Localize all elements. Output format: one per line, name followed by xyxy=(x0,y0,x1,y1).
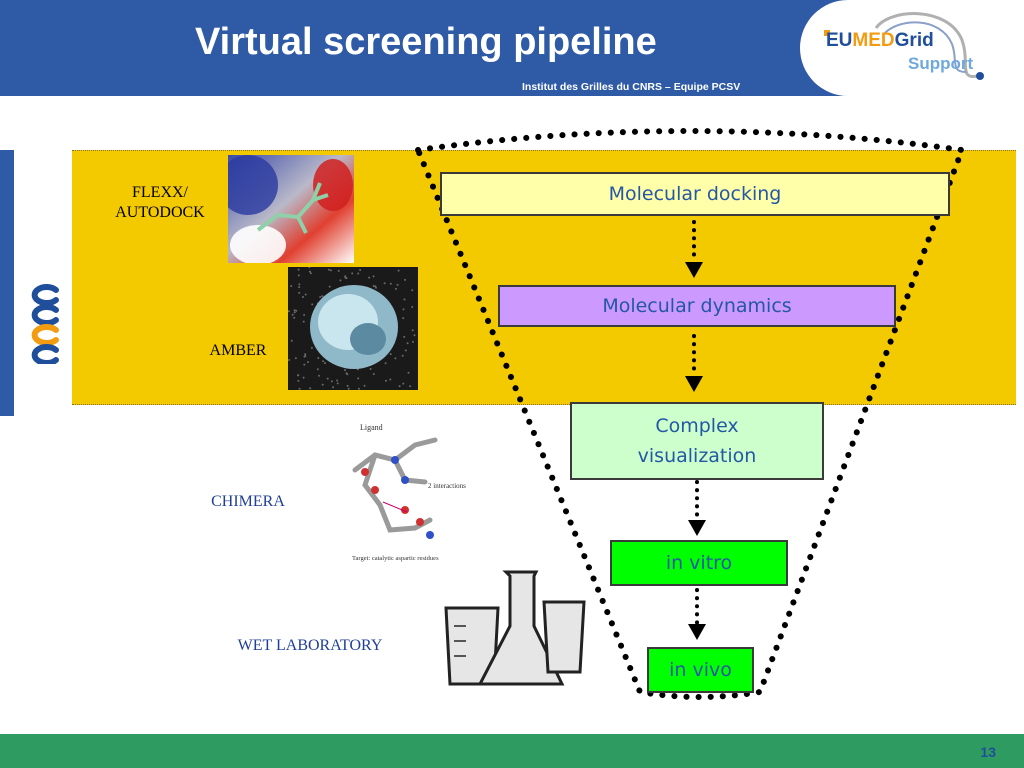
footer-bar xyxy=(0,734,1024,768)
chimera-image: Ligand 2 interactions Target: catalytic … xyxy=(335,410,475,565)
step-in-vivo: in vivo xyxy=(647,647,754,693)
lab-glassware-image xyxy=(440,566,588,694)
step-in-vitro: in vitro xyxy=(610,540,788,586)
page-title: Virtual screening pipeline xyxy=(195,21,657,63)
egee-logo xyxy=(31,284,59,364)
tool-label-flexx: FLEXX/ AUTODOCK xyxy=(115,184,205,221)
logo-eu: EU xyxy=(826,30,853,51)
arrow-head-4 xyxy=(688,624,706,640)
step-molecular-dynamics: Molecular dynamics xyxy=(498,285,896,327)
side-bar xyxy=(0,150,14,416)
step-molecular-docking: Molecular docking xyxy=(440,172,950,216)
tool-label-amber: AMBER xyxy=(209,342,267,359)
chimera-interactions-label: 2 interactions xyxy=(428,482,466,490)
logo-med: MED xyxy=(852,30,895,51)
chimera-target-label: Target: catalytic aspartic residues xyxy=(352,555,439,562)
logo-background xyxy=(800,0,1024,96)
logo-grid: Grid xyxy=(894,30,934,51)
step-label: Complex visualization xyxy=(637,415,757,467)
tool-label-chimera: CHIMERA xyxy=(211,493,285,510)
molecular-dynamics-image xyxy=(288,267,418,390)
docking-image xyxy=(228,155,354,263)
step-label: Molecular dynamics xyxy=(602,295,792,317)
step-label: in vivo xyxy=(669,659,732,681)
tool-label-wet-laboratory: WET LABORATORY xyxy=(237,637,383,654)
step-label: in vitro xyxy=(665,552,733,574)
step-label: Molecular docking xyxy=(608,183,782,205)
page-number: 13 xyxy=(980,744,996,760)
arrow-head-2 xyxy=(685,376,703,392)
eumedgrid-logo: EUMEDGrid xyxy=(826,30,934,52)
page-subtitle: Institut des Grilles du CNRS – Equipe PC… xyxy=(522,81,741,93)
arrow-head-3 xyxy=(688,520,706,536)
logo-support: Support xyxy=(908,54,974,73)
logo-swirl-icon xyxy=(824,12,984,80)
step-complex-visualization: Complex visualization xyxy=(570,402,824,480)
chimera-ligand-label: Ligand xyxy=(360,423,383,432)
arrow-head-1 xyxy=(685,262,703,278)
